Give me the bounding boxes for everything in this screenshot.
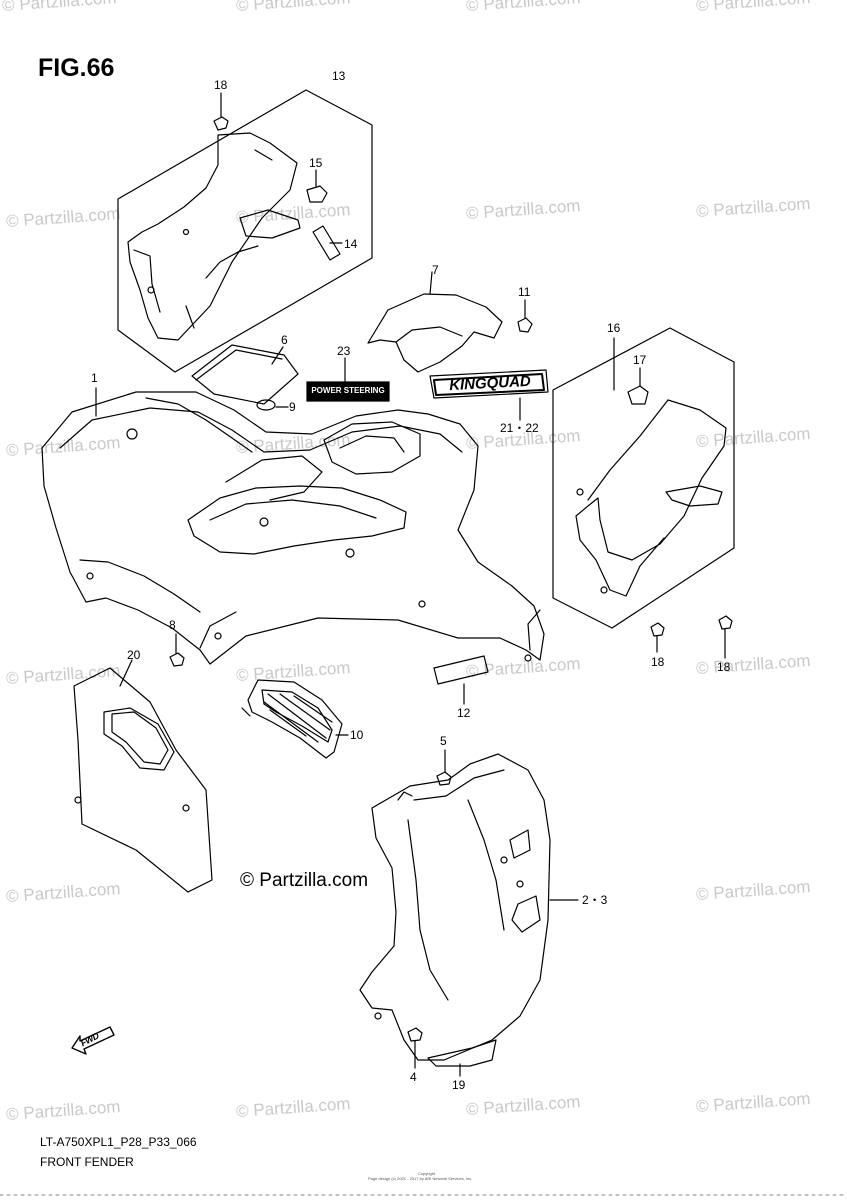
callout-16: 16 <box>607 321 621 335</box>
partzilla-watermark: © Partzilla.com <box>240 870 369 891</box>
part-7-cover <box>367 271 503 373</box>
callout-12: 12 <box>457 706 471 720</box>
part-20-panel <box>73 659 213 893</box>
callout-6: 6 <box>281 333 288 347</box>
callout-1: 1 <box>91 371 98 385</box>
callout-17: 17 <box>633 353 647 367</box>
part-10-grille <box>241 679 349 759</box>
callout-19: 19 <box>452 1078 466 1092</box>
callout-18: 18 <box>717 660 731 674</box>
callout-20: 20 <box>127 648 141 662</box>
part-12-pad <box>433 655 489 705</box>
model-code: LT-A750XPL1_P28_P33_066 <box>40 1135 197 1149</box>
callout-7: 7 <box>432 263 439 277</box>
kingquad-decal <box>429 369 549 421</box>
power-steering-decal-text: POWER STEERING <box>311 386 385 395</box>
part-1-front-fender <box>41 387 545 665</box>
callout-11: 11 <box>518 285 531 299</box>
part-9-grommet <box>256 399 289 411</box>
callout-18: 18 <box>651 655 665 669</box>
figure-title: FIG.66 <box>38 54 115 82</box>
part-5-bolt <box>436 749 452 786</box>
callout-13: 13 <box>332 69 346 83</box>
callout-4: 4 <box>410 1070 417 1084</box>
callout-23: 23 <box>337 344 351 358</box>
copyright-line-2: Page design (c) 2001 - 2017 by ARI Netwo… <box>368 1176 473 1181</box>
power-steering-decal <box>306 357 390 402</box>
part-name: FRONT FENDER <box>40 1155 134 1169</box>
callout-8: 8 <box>169 618 176 632</box>
part-2-3-mud-guard <box>359 753 579 1061</box>
part-4-bolt <box>407 1027 423 1069</box>
copyright-line-1: Copyright <box>418 1171 436 1176</box>
callout-14: 14 <box>344 237 358 251</box>
part-14-pad <box>312 225 343 261</box>
fwd-label-text: FWD <box>78 1030 101 1049</box>
callout-9: 9 <box>289 400 296 414</box>
callout-2-3: 2・3 <box>582 893 608 907</box>
part-6-plate <box>191 344 299 405</box>
part-8-bolt <box>169 633 185 667</box>
part-16-panel <box>552 327 735 629</box>
part-18-bolt-top <box>213 92 229 131</box>
callout-18: 18 <box>214 78 228 92</box>
callout-21-22: 21・22 <box>500 421 539 435</box>
callout-15: 15 <box>309 156 323 170</box>
part-11-bolt <box>517 299 533 333</box>
part-15-cushion <box>306 169 328 203</box>
part-18-bolts-right <box>650 615 733 659</box>
callout-10: 10 <box>350 728 364 742</box>
fwd-arrow-icon <box>71 1026 115 1055</box>
part-13-panel <box>117 89 373 373</box>
part-17-cushion <box>627 367 649 405</box>
part-19-strip <box>427 1039 497 1077</box>
callout-5: 5 <box>440 734 447 748</box>
